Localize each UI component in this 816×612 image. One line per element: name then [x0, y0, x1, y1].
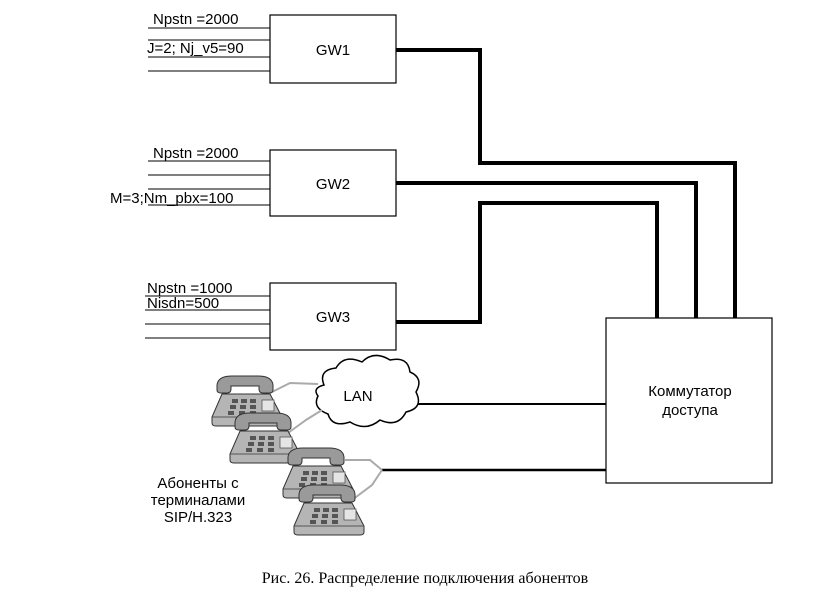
gw3-isdn-label: Nisdn=500: [147, 295, 219, 312]
gateway-gw2: GW2 Npstn =2000 M=3;Nm_pbx=100: [110, 145, 397, 217]
gw3-box: [269, 282, 397, 351]
phone-wire: [287, 409, 323, 434]
access-switch-label-1: Коммутатор: [648, 383, 731, 400]
gw1-box: [269, 14, 397, 84]
gw1-label: GW1: [316, 42, 350, 59]
gw2-pbx-label: M=3;Nm_pbx=100: [110, 190, 233, 207]
subscribers-line-3: SIP/H.323: [164, 509, 232, 526]
phone-wire: [269, 381, 319, 394]
subscribers-label: Абоненты с терминалами SIP/H.323: [151, 475, 246, 526]
lan-cloud: LAN: [315, 354, 420, 428]
access-switch: Коммутатор доступа: [605, 317, 773, 484]
lan-label: LAN: [343, 388, 372, 405]
gw2-box: [269, 149, 397, 217]
access-switch-box: [605, 317, 773, 484]
gw3-label: GW3: [316, 309, 350, 326]
trunk-gw2-switch: [396, 181, 698, 318]
gw1-npstn-label: Npstn =2000: [153, 11, 238, 28]
gateway-gw1: GW1 Npstn =2000 J=2; Nj_v5=90: [147, 11, 397, 84]
trunk-gw3-switch: [396, 201, 659, 324]
figure-caption: Рис. 26. Распределение подключения абоне…: [262, 570, 589, 587]
gw3-npstn-label: Npstn =1000: [147, 280, 232, 297]
phone-icon: [293, 484, 365, 536]
access-switch-label-2: доступа: [662, 402, 718, 419]
trunk-gw1-switch: [396, 48, 737, 318]
lan-cloud-shape: [315, 354, 420, 428]
phone-wire: [345, 459, 383, 471]
subscribers-line-1: Абоненты с: [157, 475, 239, 492]
gw1-v5-label: J=2; Nj_v5=90: [147, 40, 244, 57]
gw2-label: GW2: [316, 176, 350, 193]
phone-wire: [351, 469, 383, 501]
gw2-npstn-label: Npstn =2000: [153, 145, 238, 162]
gateway-gw3: GW3 Npstn =1000 Nisdn=500: [145, 280, 397, 351]
subscribers-line-2: терминалами: [151, 492, 246, 509]
